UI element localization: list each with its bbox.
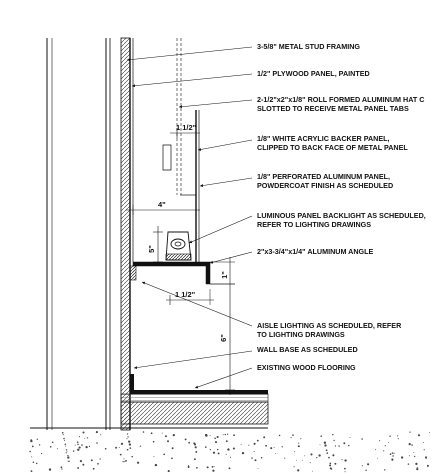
backlight-fixture xyxy=(165,231,192,261)
dim-hat-offset: 1 1/2" xyxy=(176,123,197,132)
note-perforated-2: POWDERCOAT FINISH AS SCHEDULED xyxy=(257,181,393,190)
stud-framing xyxy=(120,37,134,431)
note-luminous: LUMINOUS PANEL BACKLIGHT AS SCHEDULED, xyxy=(257,211,426,220)
note-hat-channel: 2-1/2"x2"x1/8" ROLL FORMED ALUMINUM HAT … xyxy=(257,95,424,104)
concrete-slab xyxy=(29,431,430,473)
callout-notes: 3-5/8" METAL STUD FRAMING 1/2" PLYWOOD P… xyxy=(257,42,426,372)
note-acrylic-2: CLIPPED TO BACK FACE OF METAL PANEL xyxy=(257,143,408,152)
leader-lines xyxy=(126,46,253,389)
dim-angle-leg: 1" xyxy=(220,271,229,279)
note-stud: 3-5/8" METAL STUD FRAMING xyxy=(257,42,360,51)
aluminum-angle xyxy=(129,261,211,285)
existing-wall xyxy=(46,38,111,430)
dim-backlight-height: 5" xyxy=(147,245,156,253)
note-wall-base: WALL BASE AS SCHEDULED xyxy=(257,345,358,354)
dim-aisle-height: 6" xyxy=(219,334,228,342)
note-hat-channel-2: SLOTTED TO RECEIVE METAL PANEL TABS xyxy=(257,104,409,113)
dimension-labels: 1 1/2" 4" 5" 1" 1 1/2" 6" xyxy=(147,123,229,342)
note-flooring: EXISTING WOOD FLOORING xyxy=(257,363,356,372)
note-luminous-2: REFER TO LIGHTING DRAWINGS xyxy=(257,220,371,229)
dimension-lines xyxy=(126,128,235,395)
note-angle: 2"x3-3/4"x1/4" ALUMINUM ANGLE xyxy=(257,247,374,256)
note-perforated: 1/8" PERFORATED ALUMINUM PANEL, xyxy=(257,172,390,181)
wall-base-detail xyxy=(130,374,134,390)
dim-angle-width: 1 1/2" xyxy=(175,290,196,299)
note-acrylic: 1/8" WHITE ACRYLIC BACKER PANEL, xyxy=(257,134,390,143)
note-plywood: 1/2" PLYWOOD PANEL, PAINTED xyxy=(257,69,370,78)
note-aisle: AISLE LIGHTING AS SCHEDULED, REFER xyxy=(257,321,402,330)
wood-flooring xyxy=(30,390,269,429)
hat-channel xyxy=(162,38,182,195)
note-aisle-2: TO LIGHTING DRAWINGS xyxy=(257,330,345,339)
dim-cavity-depth: 4" xyxy=(158,200,166,209)
